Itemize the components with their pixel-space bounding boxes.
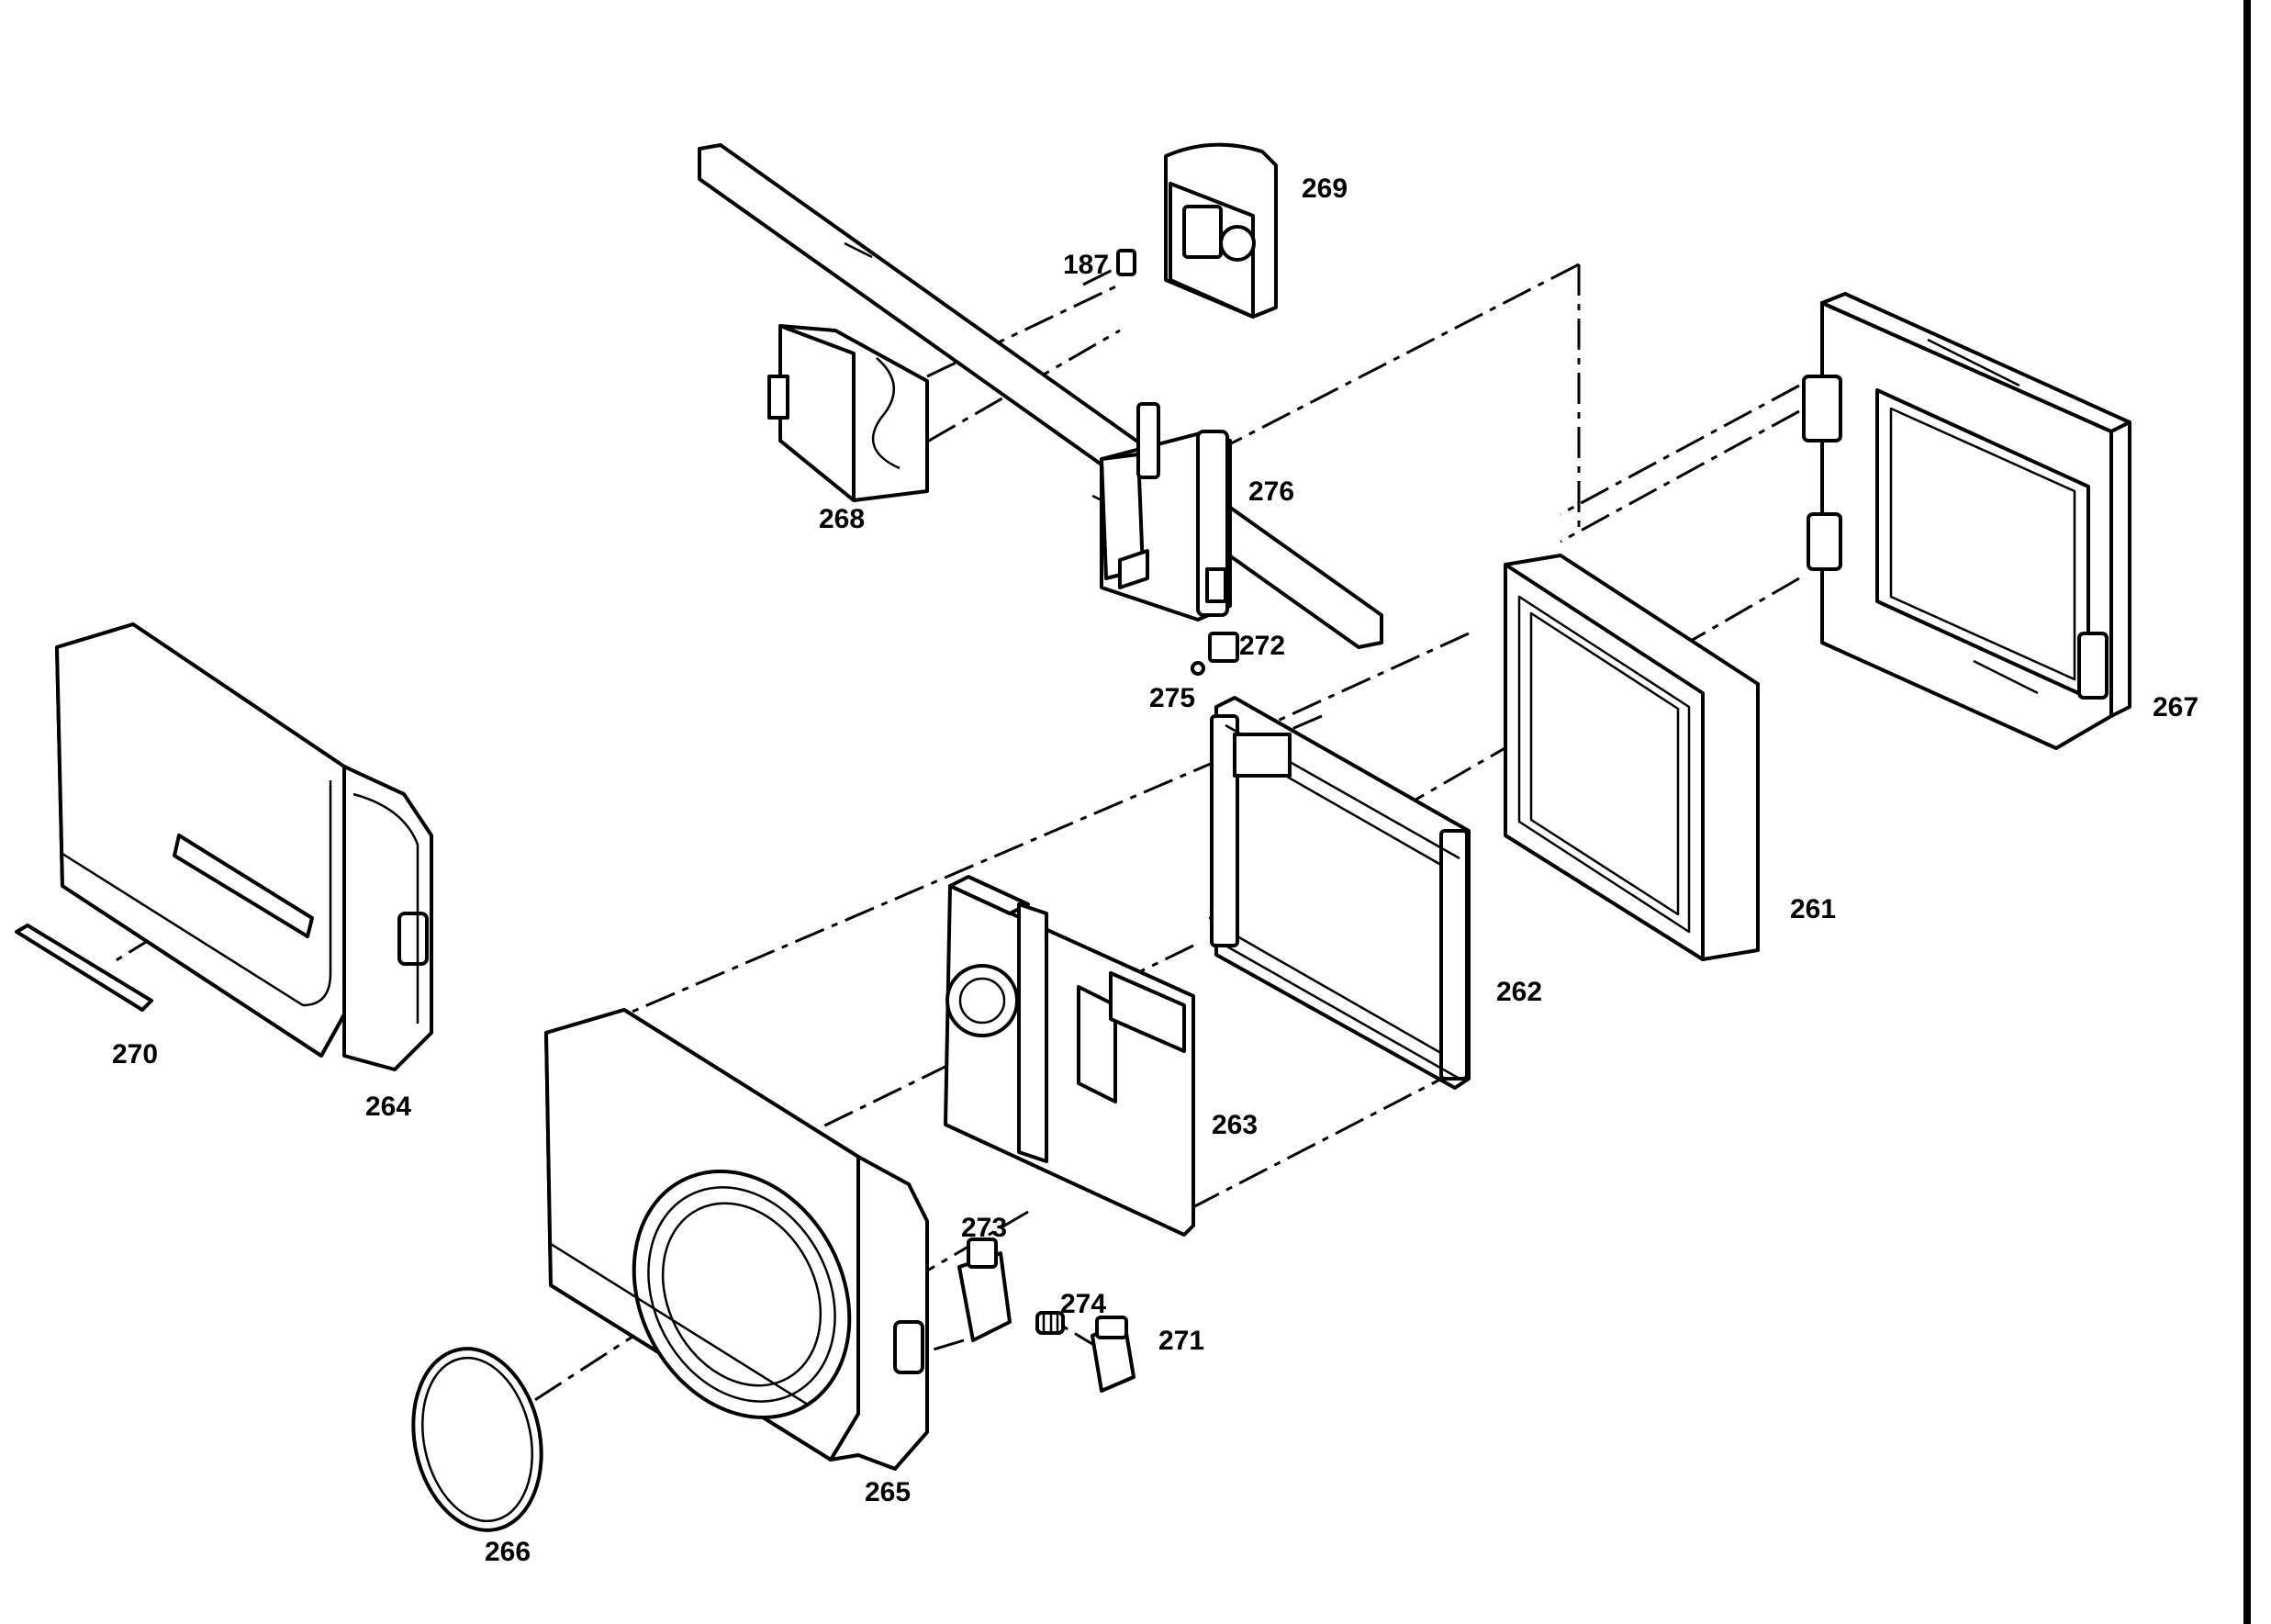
part-272-switch (1208, 632, 1239, 663)
label-270: 270 (112, 1039, 158, 1070)
part-269-block (1164, 142, 1278, 319)
label-271: 271 (1158, 1326, 1204, 1356)
part-263-inner-chassis (944, 875, 1195, 1237)
part-262-frame (1210, 696, 1471, 1090)
part-271-button (1091, 1316, 1136, 1393)
part-labels: 269 187 268 276 272 275 267 261 262 263 … (112, 174, 2198, 1567)
label-268: 268 (819, 504, 865, 534)
part-264-rear-cover (55, 622, 433, 1071)
label-275: 275 (1149, 683, 1195, 713)
part-266-lens-ring (411, 1347, 543, 1532)
label-272: 272 (1239, 631, 1285, 661)
label-262: 262 (1496, 977, 1542, 1007)
label-187: 187 (1063, 250, 1109, 280)
label-266: 266 (485, 1537, 531, 1567)
part-187-screw (1116, 249, 1136, 276)
part-276-unit (1100, 402, 1232, 622)
label-265: 265 (865, 1477, 911, 1507)
part-261-lcd-panel (1504, 554, 1760, 961)
label-261: 261 (1790, 894, 1836, 924)
part-267-rear-housing (1802, 292, 2131, 750)
label-276: 276 (1248, 476, 1294, 507)
label-273: 273 (961, 1213, 1007, 1243)
part-275-screw (1191, 661, 1205, 676)
part-270-strip (15, 924, 153, 1012)
part-274-spring (1035, 1311, 1065, 1335)
label-269: 269 (1302, 174, 1348, 204)
part-273-button-holder (957, 1238, 1012, 1342)
part-268-bracket (767, 324, 929, 502)
label-263: 263 (1212, 1110, 1258, 1140)
part-265-front-cover (544, 1008, 929, 1471)
label-274: 274 (1060, 1289, 1106, 1319)
label-267: 267 (2153, 692, 2198, 722)
label-264: 264 (365, 1092, 411, 1122)
